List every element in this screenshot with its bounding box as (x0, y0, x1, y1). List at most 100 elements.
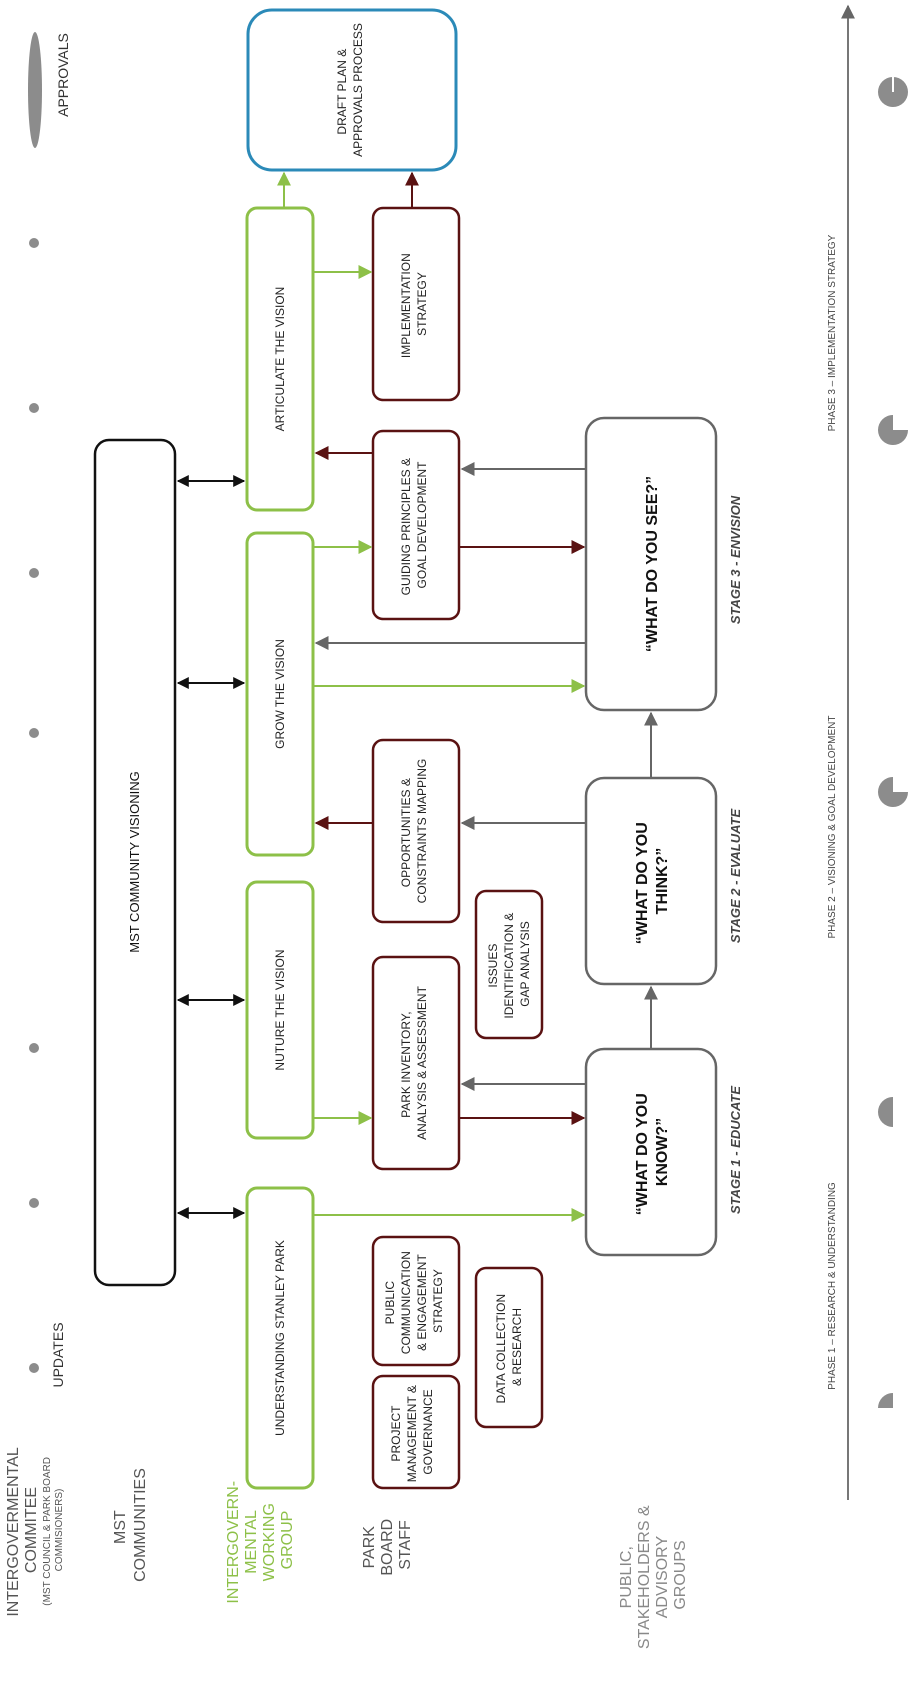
update-dot (29, 1198, 39, 1208)
grow-the-vision-label: GROW THE VISION (273, 639, 287, 749)
milestone-dots (28, 32, 42, 1373)
issues-identification-box (474, 889, 544, 1040)
data-collection-box (474, 1266, 544, 1429)
working-group-line: MENTAL (243, 1510, 260, 1574)
public-line: PUBLIC, (618, 1546, 635, 1608)
project-management-line: GOVERNANCE (421, 1389, 435, 1474)
what-do-you-know-line: KNOW?” (654, 1118, 671, 1186)
working-group-line: INTERGOVERN- (225, 1481, 242, 1604)
progress-three-quarter-icon (878, 777, 908, 807)
svg-text:IMPLEMENTATION STRATEGY: IMPLEMENTATION STRATEGY (399, 250, 429, 358)
svg-text:MST COMMUNITIES: MST COMMUNITIES (112, 1468, 149, 1582)
what-do-you-see-label: “WHAT DO YOU SEE?” (644, 476, 661, 652)
public-communication-line: PUBLIC (383, 1281, 397, 1325)
update-dot (29, 728, 39, 738)
what-do-you-know-line: “WHAT DO YOU (634, 1093, 651, 1215)
understanding-stanley-park-label: UNDERSTANDING STANLEY PARK (273, 1240, 287, 1436)
progress-three-quarter-icon (878, 415, 908, 445)
what-do-you-know-box (584, 1047, 718, 1257)
implementation-line: STRATEGY (415, 272, 429, 336)
committee-title-line: INTERGOVERMENTAL (5, 1447, 22, 1617)
update-dot (29, 1043, 39, 1053)
approvals-marker (28, 32, 42, 148)
phase-3-label: PHASE 3 – IMPLEMENTATION STRATEGY (827, 234, 838, 431)
articulate-the-vision-label: ARTICULATE THE VISION (273, 287, 287, 432)
committee-sub-line: COMMISIONERS) (54, 1489, 65, 1572)
project-management-line: PROJECT (389, 1405, 403, 1462)
data-collection-line: DATA COLLECTION (494, 1294, 508, 1404)
public-line: STAKEHOLDERS & (636, 1505, 653, 1649)
guiding-principles-box (371, 429, 461, 621)
public-communication-line: COMMUNICATION (399, 1251, 413, 1354)
progress-quarter-icon (878, 1393, 893, 1408)
svg-text:PARK INVENTORY, ANALYSIS: PARK INVENTORY, ANALYSIS & ASSESSMENT (399, 985, 429, 1140)
working-group-line: WORKING (261, 1503, 278, 1581)
opportunities-line: CONSTRAINTS MAPPING (415, 759, 429, 904)
nurture-the-vision-box (245, 880, 315, 1140)
staff-line: STAFF (397, 1520, 414, 1570)
svg-text:OPPORTUNITIES & CONSTRAI: OPPORTUNITIES & CONSTRAINTS MAPPING (399, 759, 429, 904)
what-do-you-see-box (584, 416, 718, 712)
svg-text:PROJECT MANAGEMENT &: PROJECT MANAGEMENT & GOVERNANCE (389, 1382, 435, 1482)
public-line: GROUPS (672, 1540, 689, 1609)
committee-title-line: COMMITEE (23, 1487, 40, 1573)
svg-text:“WHAT DO YOU KNOW?”: “WHAT DO YOU KNOW?” (634, 1089, 671, 1216)
nurture-the-vision-label: NUTURE THE VISION (273, 949, 287, 1070)
row-label-communities: MST COMMUNITIES (112, 1468, 149, 1582)
staff-line: PARK (361, 1526, 378, 1569)
svg-text:INTERGOVERN- MENTAL: INTERGOVERN- MENTAL WORKING GROUP (225, 1476, 296, 1603)
guiding-principles-line: GUIDING PRINCIPLES & (399, 458, 413, 595)
svg-text:GUIDING PRINCIPLES & GOA: GUIDING PRINCIPLES & GOAL DEVELOPMENT (399, 455, 429, 596)
phase-1-label: PHASE 1 – RESEARCH & UNDERSTANDING (827, 1182, 838, 1390)
svg-text:ISSUES IDENTIFICATION &: ISSUES IDENTIFICATION & GAP ANALYSIS (486, 909, 532, 1018)
row-label-committee: INTERGOVERMENTAL COMMITEE (MST COUNCIL &… (5, 1443, 65, 1617)
svg-text:“WHAT DO YOU THINK?”: “WHAT DO YOU THINK?” (634, 818, 671, 945)
update-dot (29, 1363, 39, 1373)
communities-line: COMMUNITIES (132, 1468, 149, 1582)
project-management-line: MANAGEMENT & (405, 1385, 419, 1482)
implementation-strategy-box (371, 206, 461, 402)
progress-half-icon (878, 1097, 893, 1127)
svg-text:DRAFT PLAN & APPROVALS PRO: DRAFT PLAN & APPROVALS PROCESS (335, 23, 365, 157)
svg-text:PUBLIC, STAKEHOLDERS &: PUBLIC, STAKEHOLDERS & ADVISORY GROUPS (618, 1501, 689, 1649)
what-do-you-think-line: “WHAT DO YOU (634, 822, 651, 944)
draft-plan-box (246, 8, 458, 172)
project-management-box (371, 1374, 461, 1490)
mst-community-visioning-label: MST COMMUNITY VISIONING (127, 771, 142, 953)
park-inventory-box (371, 955, 461, 1171)
row-label-working-group: INTERGOVERN- MENTAL WORKING GROUP (225, 1476, 296, 1604)
stage-2-label: STAGE 2 - EVALUATE (728, 809, 743, 944)
update-dot (29, 403, 39, 413)
public-line: ADVISORY (654, 1536, 671, 1619)
grow-the-vision-box (245, 531, 315, 857)
approvals-label: APPROVALS (55, 33, 71, 117)
public-communication-box (371, 1235, 461, 1367)
updates-label: UPDATES (50, 1322, 66, 1387)
phase-2-label: PHASE 2 – VISIONING & GOAL DEVELOPMENT (827, 715, 838, 938)
issues-line: IDENTIFICATION & (502, 913, 516, 1019)
working-group-line: GROUP (279, 1511, 296, 1570)
public-communication-line: STRATEGY (431, 1269, 445, 1333)
draft-plan-line: DRAFT PLAN & (335, 49, 349, 135)
committee-sub-line: (MST COUNCIL & PARK BOARD (42, 1457, 53, 1606)
public-communication-line: & ENGAGEMENT (415, 1254, 429, 1351)
communities-line: MST (112, 1510, 129, 1544)
stage-3-label: STAGE 3 - ENVISION (728, 495, 743, 624)
row-label-public: PUBLIC, STAKEHOLDERS & ADVISORY GROUPS (618, 1501, 689, 1649)
update-dot (29, 238, 39, 248)
svg-text:PUBLIC COMMUNICATION: PUBLIC COMMUNICATION & ENGAGEMENT STRATE… (383, 1248, 445, 1354)
what-do-you-think-box (584, 776, 718, 986)
guiding-principles-line: GOAL DEVELOPMENT (415, 461, 429, 589)
articulate-the-vision-box (245, 206, 315, 512)
svg-text:PARK BOARD STAFF: PARK BOARD STAFF (361, 1514, 414, 1575)
svg-text:(MST COUNCIL & PARK BOARD: (MST COUNCIL & PARK BOARD COMMISIONERS) (42, 1454, 65, 1606)
park-inventory-line: PARK INVENTORY, (399, 1011, 413, 1117)
stage-1-label: STAGE 1 - EDUCATE (728, 1086, 743, 1214)
issues-line: GAP ANALYSIS (518, 921, 532, 1007)
row-label-staff: PARK BOARD STAFF (361, 1514, 414, 1576)
issues-line: ISSUES (486, 944, 500, 988)
mst-community-visioning-box (93, 438, 177, 1287)
update-dot (29, 568, 39, 578)
svg-text:INTERGOVERMENTAL COMMITE: INTERGOVERMENTAL COMMITEE (5, 1443, 40, 1616)
